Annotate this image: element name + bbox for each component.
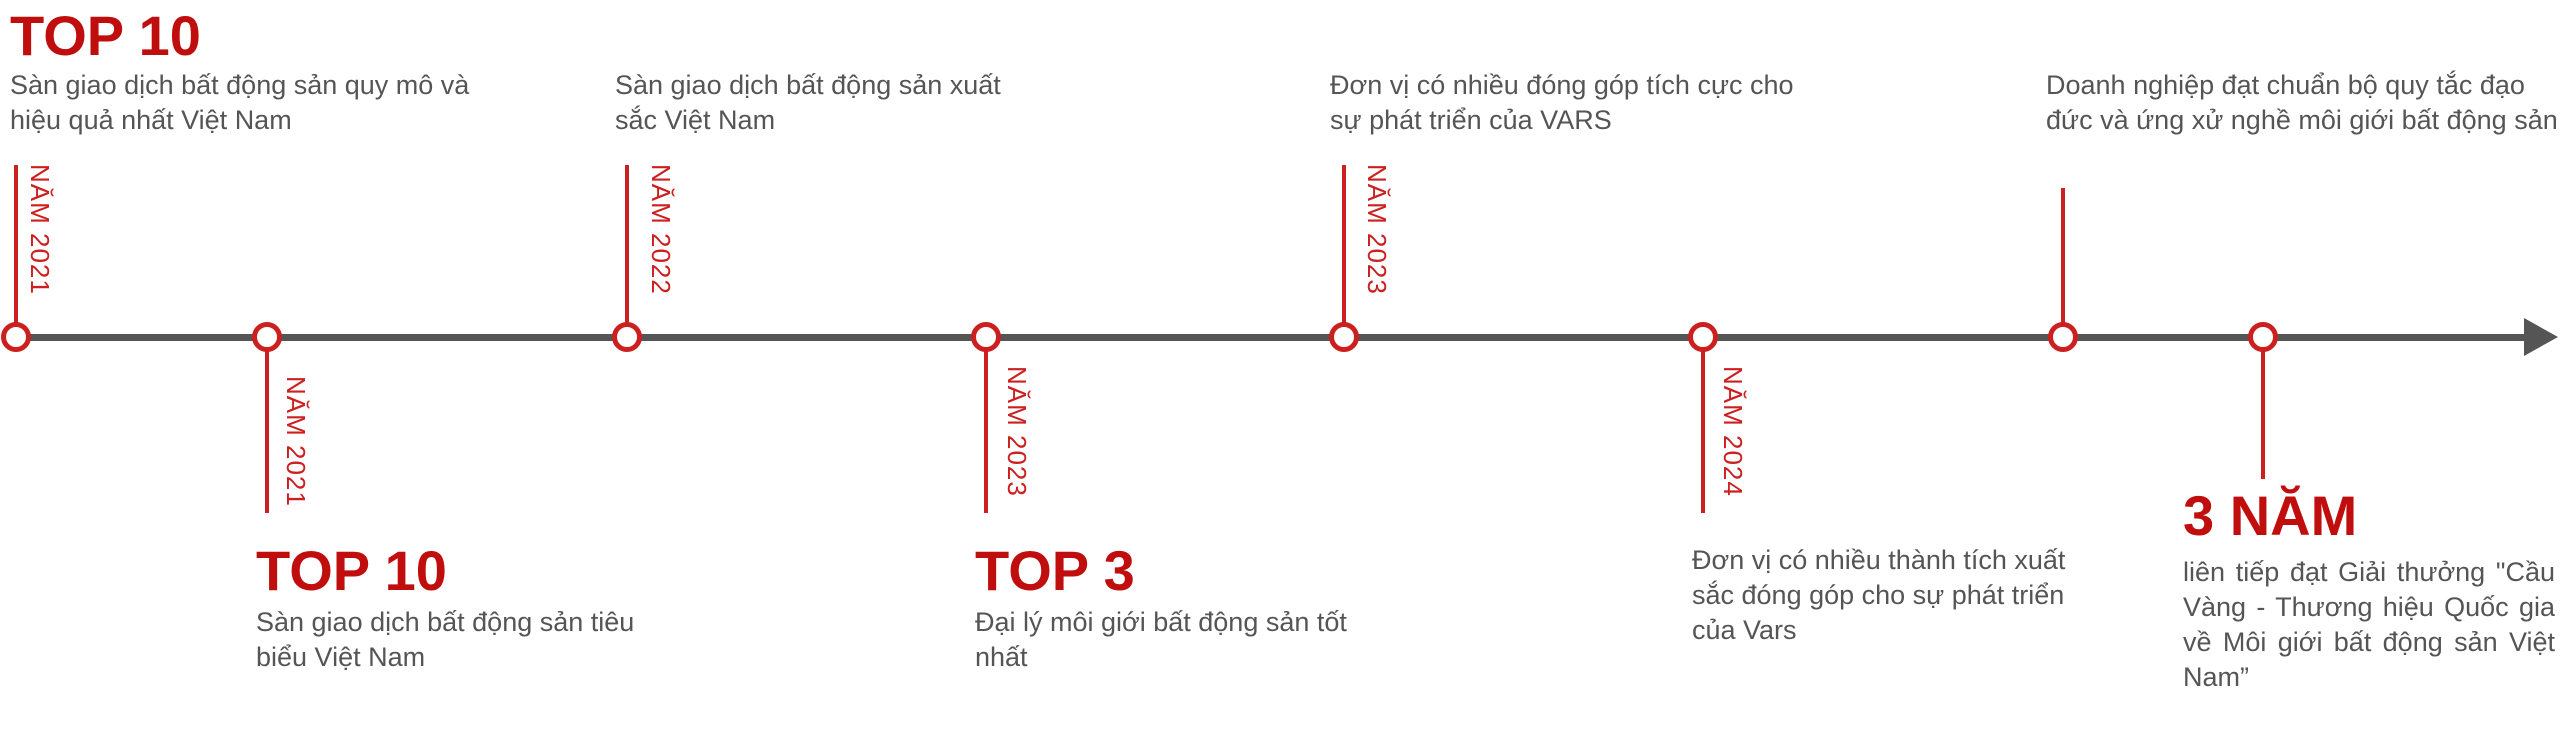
milestone-5-year: NĂM 2023	[1362, 164, 1392, 295]
milestone-4-stem	[984, 345, 988, 513]
milestone-6-year: NĂM 2024	[1718, 366, 1748, 497]
milestone-2-node	[252, 322, 282, 352]
milestone-1-description: Sàn giao dịch bất động sản quy mô và hiệ…	[10, 70, 470, 135]
milestone-8-description: liên tiếp đạt Giải thưởng "Cầu Vàng - Th…	[2183, 557, 2555, 692]
milestone-1-year: NĂM 2021	[25, 164, 55, 295]
milestone-4-title: TOP 3	[975, 539, 1135, 602]
milestone-4-description: Đại lý môi giới bất động sản tốt nhất	[975, 607, 1347, 672]
milestone-7-node	[2048, 322, 2078, 352]
milestone-1-title: TOP 10	[10, 4, 201, 67]
timeline-axis	[16, 334, 2538, 341]
milestone-7-description: Doanh nghiệp đạt chuẩn bộ quy tắc đạo đứ…	[2046, 70, 2558, 135]
milestone-2-title: TOP 10	[256, 539, 447, 602]
milestone-6-node	[1688, 322, 1718, 352]
milestone-8-node	[2248, 322, 2278, 352]
milestone-5-stem	[1342, 165, 1346, 330]
milestone-4-year: NĂM 2023	[1002, 366, 1032, 497]
milestone-8-title: 3 NĂM	[2183, 484, 2358, 547]
milestone-5-description: Đơn vị có nhiều đóng góp tích cực cho sự…	[1330, 70, 1794, 135]
milestone-3-description: Sàn giao dịch bất động sản xuất sắc Việt…	[615, 70, 1001, 135]
milestone-8-stem	[2261, 345, 2265, 479]
milestone-3-year: NĂM 2022	[646, 164, 676, 295]
milestone-6-stem	[1701, 345, 1705, 513]
timeline-arrow-icon	[2524, 318, 2558, 356]
milestone-6-description: Đơn vị có nhiều thành tích xuất sắc đóng…	[1692, 545, 2066, 645]
milestone-7-stem	[2061, 188, 2065, 330]
milestone-2-stem	[265, 345, 269, 513]
milestone-2-description: Sàn giao dịch bất động sản tiêu biểu Việ…	[256, 607, 635, 672]
milestone-5-node	[1329, 322, 1359, 352]
milestone-1-node	[1, 322, 31, 352]
milestone-3-stem	[625, 165, 629, 330]
milestone-2-year: NĂM 2021	[281, 376, 311, 507]
milestone-3-node	[612, 322, 642, 352]
milestone-1-stem	[14, 165, 18, 330]
milestone-4-node	[971, 322, 1001, 352]
